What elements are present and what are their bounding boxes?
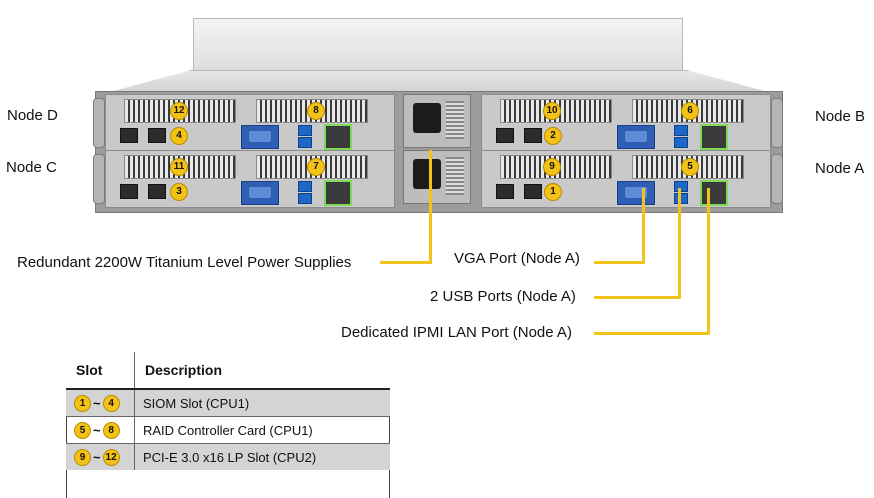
ipmi-port-callout: Dedicated IPMI LAN Port (Node A) <box>341 324 572 341</box>
usb-port-icon <box>298 137 312 148</box>
lan-port-icon <box>148 128 166 143</box>
table-row: 1~4 SIOM Slot (CPU1) <box>66 388 390 417</box>
usb-port-icon <box>674 137 688 148</box>
slot-badge: 1 <box>544 183 562 201</box>
lan-port-icon <box>148 184 166 199</box>
ipmi-port-icon <box>324 124 352 150</box>
node-c-module: 11 7 3 <box>105 150 395 208</box>
node-b-label: Node B <box>815 108 866 125</box>
slot-badge: 6 <box>681 102 699 120</box>
vga-port-icon <box>617 125 655 149</box>
node-d-module: 12 8 4 <box>105 94 395 152</box>
ipmi-port-icon <box>700 124 728 150</box>
vga-port-icon <box>617 181 655 205</box>
psu-fan-grill <box>446 101 464 139</box>
usb-leader-vertical <box>678 188 681 299</box>
slot-badge: 5 <box>681 158 699 176</box>
lan-port-icon <box>120 184 138 199</box>
legend-slot-range: 1~4 <box>66 388 135 417</box>
power-supply-lower <box>403 150 471 204</box>
slot-legend-table: Slot Description 1~4 SIOM Slot (CPU1) 5~… <box>66 352 390 470</box>
lan-port-icon <box>524 128 542 143</box>
psu-leader-horizontal <box>380 261 432 264</box>
slot-badge: 9 <box>74 448 91 466</box>
slot-badge: 4 <box>170 127 188 145</box>
slot-badge: 9 <box>543 158 561 176</box>
usb-port-icon <box>674 125 688 136</box>
range-tilde: ~ <box>93 422 101 438</box>
legend-header-slot: Slot <box>66 352 135 390</box>
legend-description: RAID Controller Card (CPU1) <box>134 416 390 444</box>
lan-port-icon <box>496 128 514 143</box>
node-d-label: Node D <box>7 107 58 124</box>
left-handle-upper <box>93 98 105 148</box>
slot-badge: 10 <box>543 102 561 120</box>
legend-slot-range: 9~12 <box>66 443 135 470</box>
range-tilde: ~ <box>93 449 101 465</box>
usb-port-icon <box>674 181 688 192</box>
node-b-module: 10 6 2 <box>481 94 771 152</box>
usb-port-icon <box>298 181 312 192</box>
usb-ports-callout: 2 USB Ports (Node A) <box>430 288 576 305</box>
right-handle-lower <box>771 154 783 204</box>
node-a-module: 9 5 1 <box>481 150 771 208</box>
legend-slot-range: 5~8 <box>66 416 135 444</box>
legend-header-description: Description <box>134 352 390 390</box>
lan-port-icon <box>524 184 542 199</box>
usb-port-icon <box>298 193 312 204</box>
ipmi-port-icon <box>324 180 352 206</box>
legend-description: PCI-E 3.0 x16 LP Slot (CPU2) <box>134 443 390 470</box>
psu-fan-grill <box>446 157 464 195</box>
power-supply-upper <box>403 94 471 148</box>
slot-badge: 8 <box>307 102 325 120</box>
legend-header-row: Slot Description <box>66 352 390 390</box>
slot-badge: 2 <box>544 127 562 145</box>
node-a-label: Node A <box>815 160 865 177</box>
right-handle-upper <box>771 98 783 148</box>
legend-description: SIOM Slot (CPU1) <box>134 388 390 417</box>
vga-port-icon <box>241 125 279 149</box>
usb-port-icon <box>298 125 312 136</box>
ipmi-port-icon <box>700 180 728 206</box>
usb-port-icon <box>674 193 688 204</box>
server-chassis: 12 8 4 11 7 3 10 6 2 <box>93 18 783 214</box>
vga-port-callout: VGA Port (Node A) <box>454 250 580 267</box>
table-row: 9~12 PCI-E 3.0 x16 LP Slot (CPU2) <box>66 443 390 470</box>
slot-badge: 4 <box>102 394 120 412</box>
slot-badge: 3 <box>170 183 188 201</box>
power-inlet-icon <box>413 103 441 133</box>
slot-badge: 12 <box>102 448 120 466</box>
psu-leader-vertical <box>429 150 432 264</box>
power-inlet-icon <box>413 159 441 189</box>
ipmi-leader-horizontal <box>594 332 710 335</box>
ipmi-leader-vertical <box>707 188 710 335</box>
slot-badge: 1 <box>74 394 91 412</box>
slot-badge: 8 <box>102 421 120 439</box>
usb-leader-horizontal <box>594 296 681 299</box>
lan-port-icon <box>496 184 514 199</box>
vga-leader-horizontal <box>594 261 645 264</box>
lan-port-icon <box>120 128 138 143</box>
left-handle-lower <box>93 154 105 204</box>
power-supplies-callout: Redundant 2200W Titanium Level Power Sup… <box>17 254 352 271</box>
vga-leader-vertical <box>642 188 645 264</box>
slot-badge: 12 <box>170 102 188 120</box>
node-c-label: Node C <box>6 159 57 176</box>
slot-badge: 11 <box>170 158 188 176</box>
slot-badge: 7 <box>307 158 325 176</box>
range-tilde: ~ <box>93 395 101 411</box>
slot-badge: 5 <box>74 421 91 439</box>
vga-port-icon <box>241 181 279 205</box>
table-row: 5~8 RAID Controller Card (CPU1) <box>66 416 390 444</box>
